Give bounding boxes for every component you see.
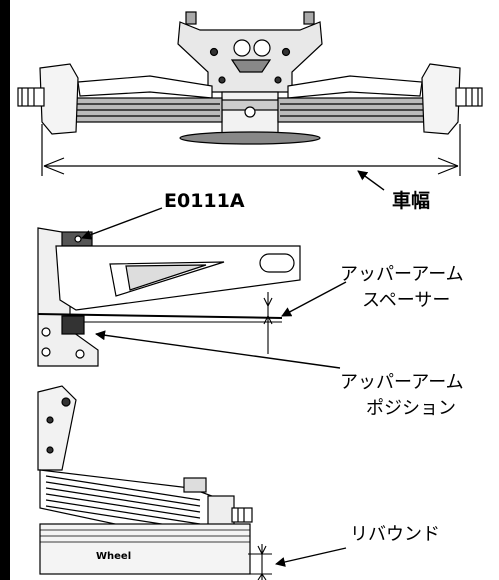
upper-arm-left: [77, 75, 213, 99]
upper-arm-position-arrow: [95, 330, 341, 369]
spacer-dimension: [263, 292, 273, 354]
upper-arm-position-label-line1: アッパーアーム: [340, 372, 464, 393]
track-width-dimension: [41, 124, 461, 176]
rebound-label: リバウンド: [350, 524, 440, 545]
track-width-label: 車幅: [392, 190, 431, 212]
knuckle-left: [39, 63, 79, 135]
shock-tower: [177, 21, 323, 93]
front-view-assembly: [17, 11, 483, 145]
upper-arm-spacer-arrow: [281, 281, 347, 317]
left-frame-border: [0, 0, 10, 580]
side-view-upper-arm: [37, 227, 301, 367]
knuckle-right: [421, 63, 461, 135]
rebound-arrow: [275, 547, 347, 567]
upper-arm-spacer-label-line1: アッパーアーム: [340, 264, 464, 285]
rebound-dimension: [248, 544, 272, 580]
upper-arm-spacer-block: [61, 315, 85, 335]
side-view-rebound: [37, 385, 253, 575]
wheel-block: [39, 523, 251, 575]
part-number-arrow: [81, 207, 163, 240]
upper-arm-spacer-label-line2: スペーサー: [362, 290, 451, 311]
track-width-arrow: [357, 170, 385, 191]
upper-arm-position-label-line2: ポジション: [366, 398, 456, 419]
upper-arm-right: [287, 75, 423, 99]
wheel-label: Wheel: [96, 551, 132, 562]
part-number-label: E0111A: [164, 190, 245, 212]
